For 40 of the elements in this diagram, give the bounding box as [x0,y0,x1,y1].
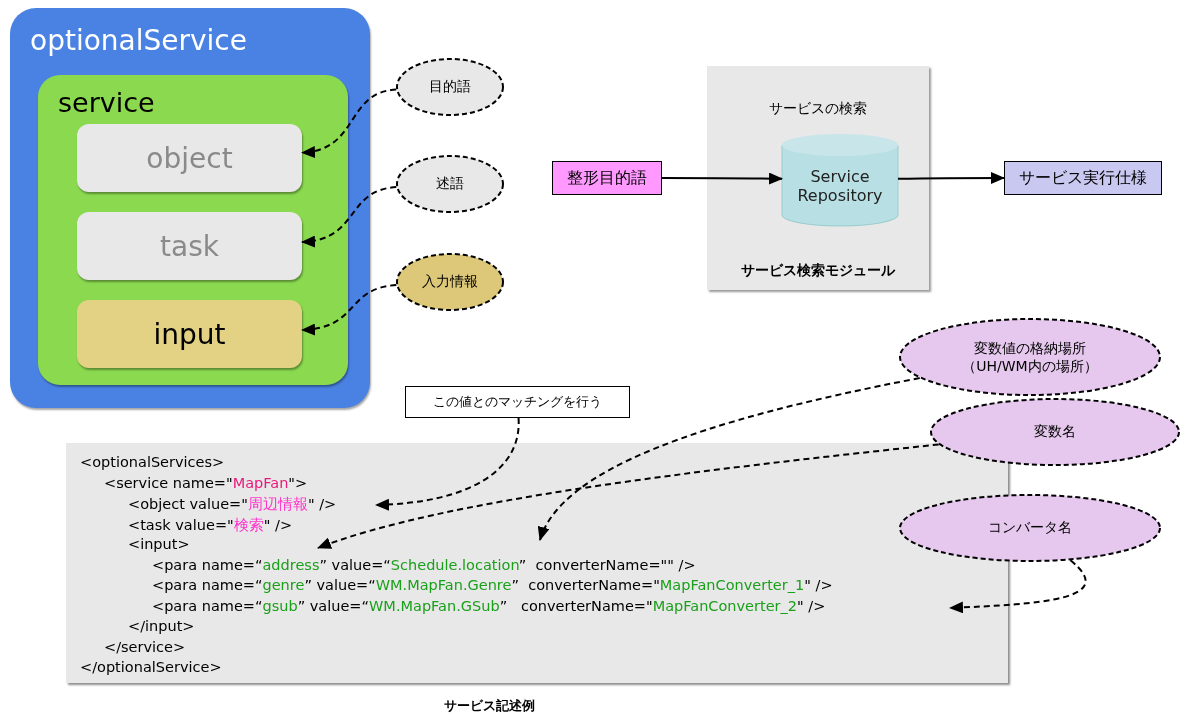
code-line: <task value="検索" /> [128,515,293,535]
arrow [897,172,1005,184]
dashed-ellipse: 変数値の格納場所（UH/WM内の場所） [899,318,1161,396]
code-line: <service name="MapFan"> [104,474,308,491]
code-line: <input> [128,536,190,552]
dashed-ellipse: 目的語 [396,58,504,116]
panel-title: サービス検索モジュール [740,262,896,280]
container-box [38,75,348,385]
arrow [539,377,921,541]
arrow [661,172,783,185]
dashed-ellipse: コンバータ名 [899,494,1161,562]
arrow [301,284,398,335]
module-panel [707,66,929,290]
code-line: <optionalServices> [80,454,225,470]
code-line: <para name=“address” value=“Schedule.location” converterName="" /> [152,556,696,573]
input-box: 整形目的語 [552,161,662,195]
box-title: service [58,87,155,118]
code-line: <para name=“gsub” value=“WM.MapFan.GSub” converterName="MapFanConverter_2" /> [152,597,826,614]
dashed-ellipse: 述語 [396,155,504,213]
box-title: optionalService [30,24,247,57]
dashed-ellipse: 入力情報 [396,253,504,311]
note-box: この値とのマッチングを行う [405,386,630,418]
dashed-ellipse: 変数名 [930,398,1180,466]
panel-heading: サービスの検索 [768,100,868,118]
element-box: object [77,124,302,192]
output-box: サービス実行仕様 [1004,161,1162,195]
code-line: </service> [104,638,186,655]
arrow [949,559,1087,614]
arrow [301,186,398,247]
element-box: task [77,212,302,280]
code-line: <para name=“genre” value=“WM.MapFan.Genre” converterName="MapFanConverter_1" /> [152,577,833,593]
arrow [301,88,398,157]
container-box [10,8,370,408]
arrow [375,417,520,511]
code-line: <object value="周辺情報" /> [128,495,337,514]
arrow [317,443,940,550]
element-box: input [77,300,302,368]
node-label: サービス記述例 [443,697,537,715]
code-line: </input> [128,618,195,634]
code-line: </optionalService> [80,659,222,675]
